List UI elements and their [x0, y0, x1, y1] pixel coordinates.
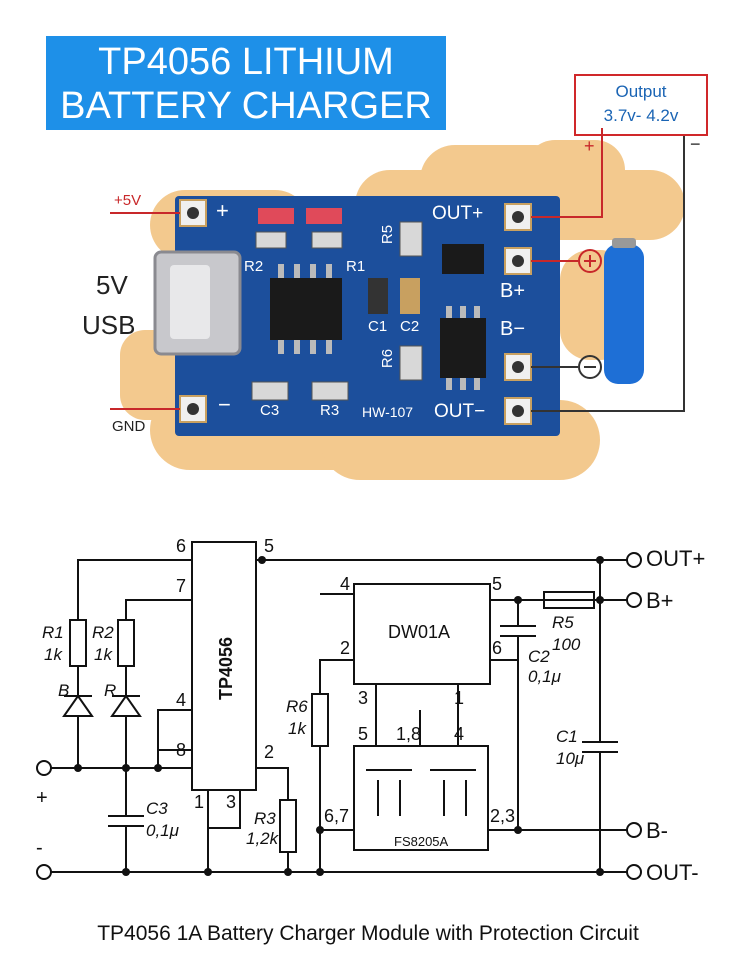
output-minus-sign: −	[690, 134, 701, 154]
c3-label: C3	[260, 402, 280, 419]
svg-text:100: 100	[552, 635, 581, 654]
in-minus-label: -	[36, 837, 43, 859]
c1-label: C1	[368, 318, 388, 335]
output-plus-sign: +	[584, 136, 595, 156]
terminal-out-plus	[626, 552, 642, 568]
output-voltage-box: Output 3.7v- 4.2v	[574, 74, 708, 136]
svg-text:0,1μ: 0,1μ	[528, 667, 562, 686]
c2-label: C2	[400, 318, 420, 335]
svg-text:6: 6	[176, 536, 186, 556]
svg-text:3: 3	[226, 792, 236, 812]
fs8205a-chip	[440, 318, 486, 378]
svg-text:1,8: 1,8	[396, 724, 421, 744]
svg-text:R3: R3	[254, 809, 276, 828]
svg-text:R2: R2	[92, 623, 114, 642]
svg-text:B: B	[58, 681, 69, 700]
svg-text:1k: 1k	[288, 719, 307, 738]
figure-caption: TP4056 1A Battery Charger Module with Pr…	[97, 922, 639, 945]
svg-text:C1: C1	[556, 727, 578, 746]
svg-text:5: 5	[358, 724, 368, 744]
gnd-label: GND	[112, 418, 146, 435]
svg-text:7: 7	[176, 576, 186, 596]
fs8205a-label: FS8205A	[394, 834, 449, 849]
battery-cell	[604, 244, 644, 384]
terminal-b-plus	[626, 592, 642, 608]
svg-text:5: 5	[492, 574, 502, 594]
title-line-1: TP4056 LITHIUM	[98, 41, 394, 83]
svg-text:6: 6	[492, 638, 502, 658]
svg-text:0,1μ: 0,1μ	[146, 821, 180, 840]
b-minus-label: B−	[500, 318, 526, 340]
dw01a-chip	[442, 244, 484, 274]
schematic-diagram: TP4056 DW01A FS8205A 6 5 7 4 8 2 1 3 4 5…	[36, 536, 705, 885]
b-plus-label: B+	[500, 280, 526, 302]
tp4056-chip	[270, 278, 342, 340]
svg-text:R6: R6	[286, 697, 308, 716]
plus-terminal-icon	[578, 249, 602, 273]
r3-label: R3	[320, 402, 340, 419]
svg-text:C3: C3	[146, 799, 168, 818]
terminal-in-minus	[36, 864, 52, 880]
r1-label: R1	[346, 258, 366, 275]
svg-text:1k: 1k	[44, 645, 63, 664]
terminal-in-plus	[36, 760, 52, 776]
svg-text:1: 1	[454, 688, 464, 708]
svg-text:5: 5	[264, 536, 274, 556]
svg-text:1,2k: 1,2k	[246, 829, 280, 848]
usb-label: USB	[82, 310, 136, 340]
svg-text:2,3: 2,3	[490, 806, 515, 826]
b-minus-terminal-label: B-	[646, 818, 668, 843]
svg-text:4: 4	[454, 724, 464, 744]
r6-label: R6	[379, 348, 397, 369]
svg-text:8: 8	[176, 740, 186, 760]
out-plus-terminal-label: OUT+	[646, 546, 705, 571]
svg-text:R1: R1	[42, 623, 64, 642]
svg-text:10μ: 10μ	[556, 749, 585, 768]
tp4056-block	[191, 541, 257, 791]
svg-text:R: R	[104, 681, 116, 700]
svg-text:6,7: 6,7	[324, 806, 349, 826]
svg-text:2: 2	[340, 638, 350, 658]
svg-text:C2: C2	[528, 647, 550, 666]
terminal-out-minus	[626, 864, 642, 880]
b-plus-terminal-label: B+	[646, 588, 674, 613]
pad-minus-label: −	[218, 392, 231, 417]
svg-text:3: 3	[358, 688, 368, 708]
dw01a-block	[353, 583, 491, 685]
tp4056-label: TP4056	[216, 637, 236, 700]
title-line-2: BATTERY CHARGER	[60, 85, 432, 127]
svg-text:1k: 1k	[94, 645, 113, 664]
r5-label: R5	[379, 224, 397, 245]
usb-5v-label: 5V	[96, 270, 128, 300]
svg-text:2: 2	[264, 742, 274, 762]
output-range: 3.7v- 4.2v	[603, 106, 679, 125]
terminal-b-minus	[626, 822, 642, 838]
svg-text:R5: R5	[552, 613, 574, 632]
module-photo	[110, 128, 685, 480]
led-blue	[306, 208, 342, 224]
pad-plus-label: +	[216, 198, 229, 223]
led-red	[258, 208, 294, 224]
minus-terminal-icon	[578, 355, 602, 379]
out-plus-label: OUT+	[432, 203, 484, 224]
output-label: Output	[615, 82, 667, 101]
model-label: HW-107	[362, 404, 414, 420]
svg-text:1: 1	[194, 792, 204, 812]
title-banner: TP4056 LITHIUM BATTERY CHARGER	[46, 36, 446, 130]
svg-text:4: 4	[176, 690, 186, 710]
r2-label: R2	[244, 258, 264, 275]
in-plus-label: +	[36, 787, 48, 809]
svg-text:4: 4	[340, 574, 350, 594]
dw01a-label: DW01A	[388, 622, 450, 642]
out-minus-label: OUT−	[434, 401, 486, 422]
plus5v-label: +5V	[114, 192, 142, 209]
out-minus-terminal-label: OUT-	[646, 860, 699, 885]
